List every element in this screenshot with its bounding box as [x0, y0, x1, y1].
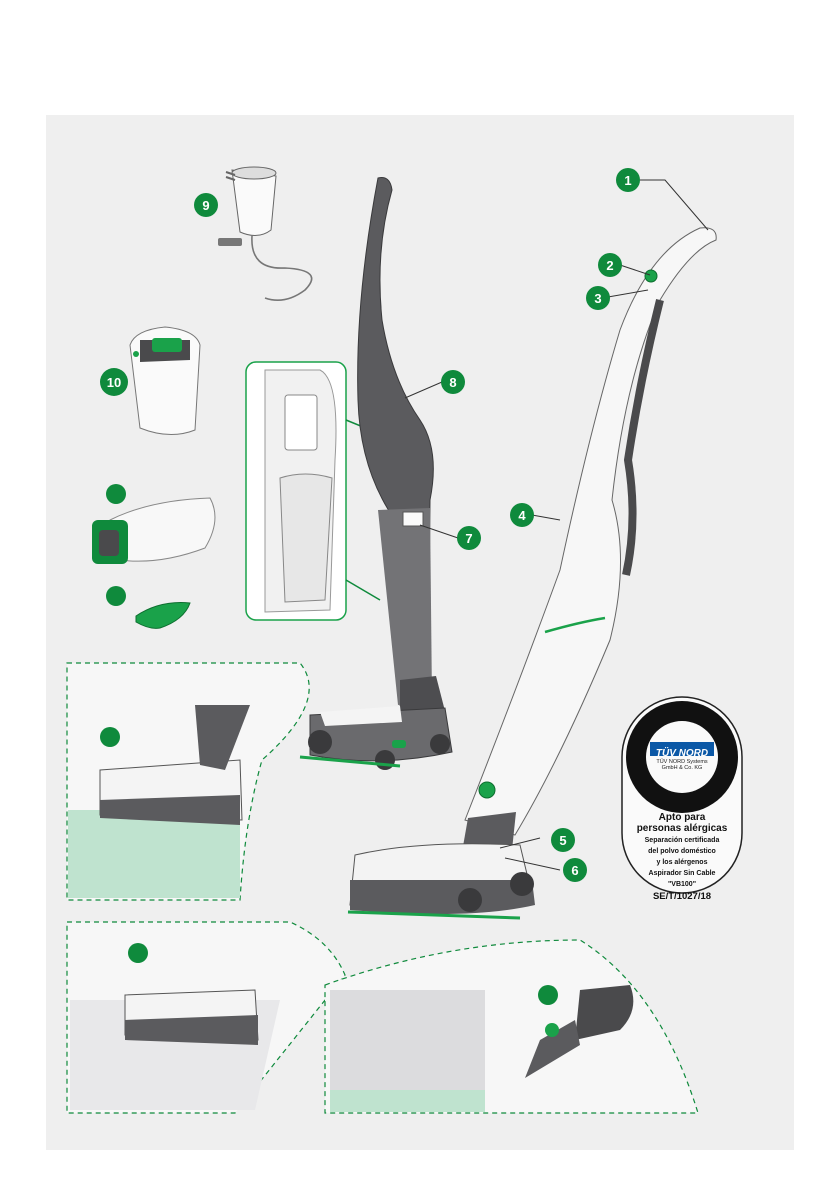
marker-clip: [106, 586, 126, 606]
scene-tiles: [67, 922, 345, 1113]
callout-5: 5: [551, 828, 575, 852]
certificate-title-line2: personas alérgicas: [622, 823, 742, 834]
certificate-company: TÜV NORD Systems GmbH & Co. KG: [650, 759, 714, 771]
battery-icon: [130, 327, 200, 435]
certificate-sub-line4: Aspirador Sin Cable: [622, 869, 742, 878]
marker-filter-bag: [106, 484, 126, 504]
marker-scene-carpet: [100, 727, 120, 747]
certificate-code: SE/T/1027/18: [622, 891, 742, 902]
certificate-brand: TÜV NORD: [650, 748, 714, 759]
certificate-sub-line5: "VB100": [622, 880, 742, 889]
callout-4: 4: [510, 503, 534, 527]
filter-bag-icon: [92, 498, 215, 564]
certificate-sub-line2: del polvo doméstico: [622, 847, 742, 856]
callout-1: 1: [616, 168, 640, 192]
clip-icon: [136, 603, 190, 629]
callout-9: 9: [194, 193, 218, 217]
certificate-title-line1: Apto para: [622, 812, 742, 823]
scene-crevice: [325, 940, 698, 1113]
callout-6: 6: [563, 858, 587, 882]
callout-2: 2: [598, 253, 622, 277]
certificate-text: Apto para personas alérgicas Separación …: [622, 812, 742, 902]
callout-8: 8: [441, 370, 465, 394]
scene-carpet: [67, 663, 309, 900]
charger-icon: [218, 167, 312, 300]
certificate-sub-line3: y los alérgenos: [622, 858, 742, 867]
certificate-sub-line1: Separación certificada: [622, 836, 742, 845]
marker-scene-tiles: [128, 943, 148, 963]
callout-3: 3: [586, 286, 610, 310]
callout-10: 10: [100, 368, 128, 396]
marker-scene-crevice: [538, 985, 558, 1005]
callout-7: 7: [457, 526, 481, 550]
certificate-company-line2: GmbH & Co. KG: [650, 765, 714, 771]
